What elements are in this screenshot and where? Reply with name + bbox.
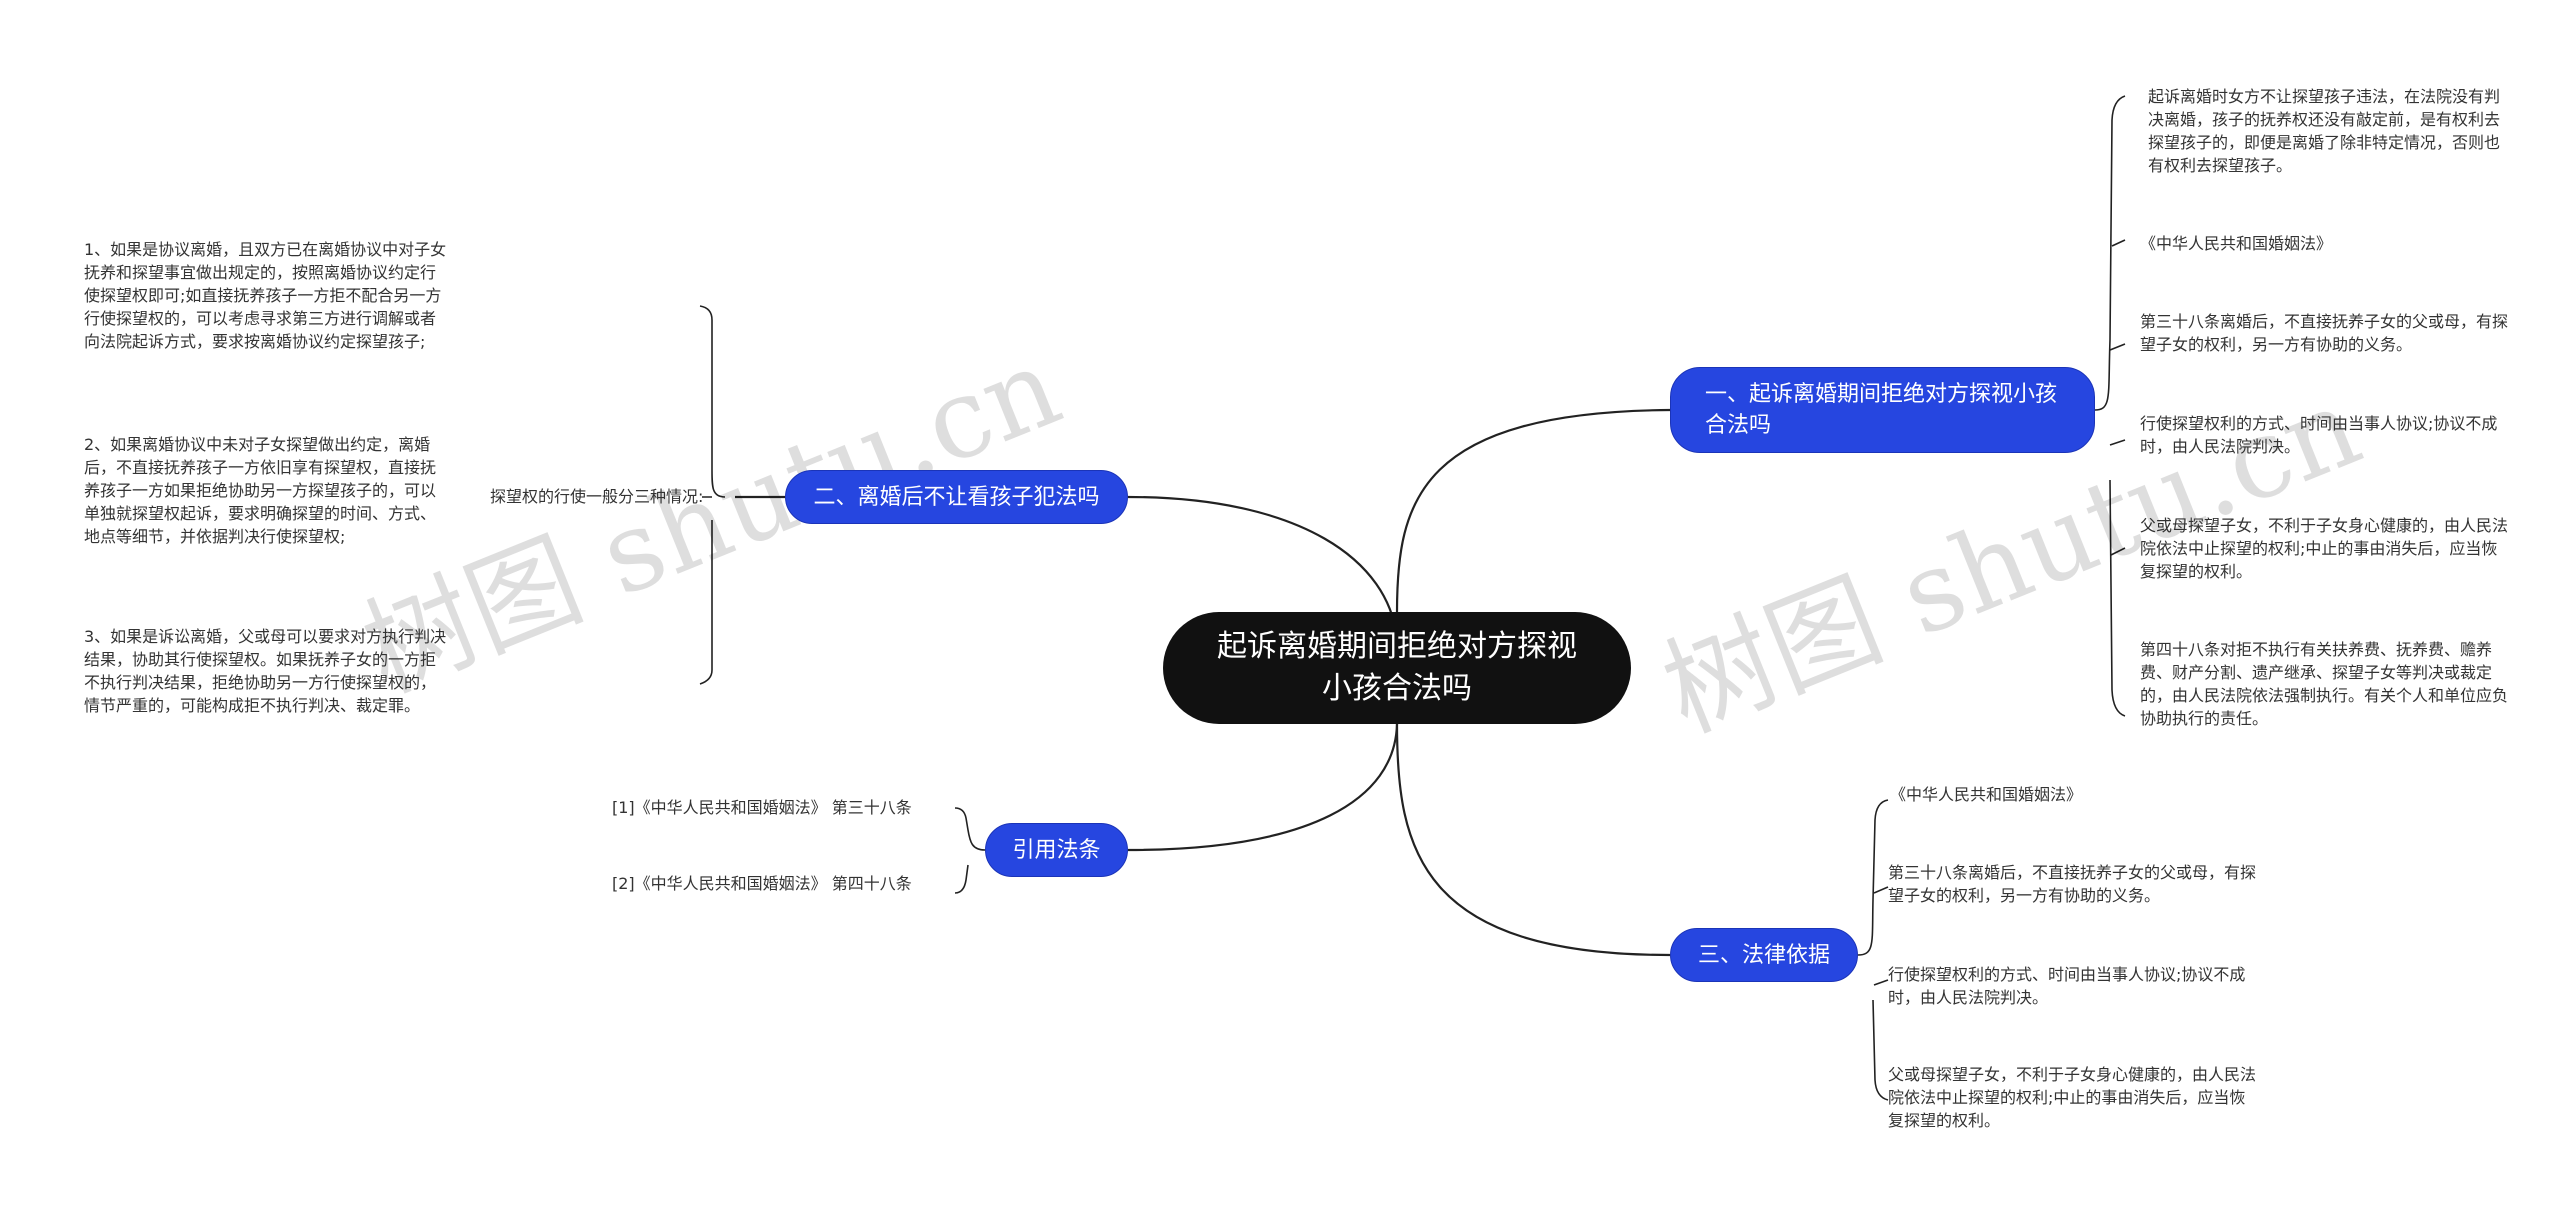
leaf-b1-6: 第四十八条对拒不执行有关扶养费、抚养费、赡养费、财产分割、遗产继承、探望子女等判… bbox=[2140, 640, 2509, 728]
tick-b3-1 bbox=[1873, 886, 1889, 894]
topic-b3[interactable]: 三、法律依据 bbox=[1670, 928, 1858, 982]
connector-root-b4 bbox=[1127, 723, 1399, 852]
topic-b2[interactable]: 二、离婚后不让看孩子犯法吗 bbox=[785, 470, 1128, 524]
root-node[interactable]: 起诉离婚期间拒绝对方探视小孩合法吗 bbox=[1163, 612, 1631, 724]
tick-b1-3 bbox=[2109, 439, 2126, 446]
leaf-b2-middle: 探望权的行使一般分三种情况: bbox=[490, 487, 704, 506]
topic-b1-label: 一、起诉离婚期间拒绝对方探视小孩合法吗 bbox=[1705, 382, 2058, 438]
tick-b1-1 bbox=[2111, 239, 2126, 247]
leaf-b2-3: 3、如果是诉讼离婚，父或母可以要求对方执行判决结果，协助其行使探望权。如果抚养子… bbox=[84, 627, 447, 715]
leaf-b4-1: [1]《中华人民共和国婚姻法》 第三十八条 bbox=[612, 798, 912, 817]
root-label: 起诉离婚期间拒绝对方探视小孩合法吗 bbox=[1217, 629, 1577, 706]
bracket-b3 bbox=[1857, 799, 1889, 1101]
leaf-b1-1: 起诉离婚时女方不让探望孩子违法，在法院没有判决离婚，孩子的抚养权还没有敲定前，是… bbox=[2148, 87, 2501, 175]
topic-b4[interactable]: 引用法条 bbox=[985, 823, 1128, 877]
leaf-b1-2: 《中华人民共和国婚姻法》 bbox=[2140, 234, 2333, 253]
bracket-b4 bbox=[954, 807, 986, 894]
bracket-b2 bbox=[699, 305, 726, 685]
leaf-b4-2: [2]《中华人民共和国婚姻法》 第四十八条 bbox=[612, 874, 912, 893]
leaf-b1-5: 父或母探望子女，不利于子女身心健康的，由人民法院依法中止探望的权利;中止的事由消… bbox=[2140, 516, 2509, 581]
topic-b1[interactable]: 一、起诉离婚期间拒绝对方探视小孩合法吗 bbox=[1670, 367, 2095, 453]
leaf-b2-2: 2、如果离婚协议中未对子女探望做出约定，离婚后，不直接抚养孩子一方依旧享有探望权… bbox=[84, 435, 437, 546]
connector-root-b1 bbox=[1395, 408, 1671, 613]
leaf-b1-3: 第三十八条离婚后，不直接抚养子女的父或母，有探望子女的权利，另一方有协助的义务。 bbox=[2140, 312, 2509, 354]
tick-b1-2 bbox=[2109, 343, 2126, 351]
leaf-b3-1: 《中华人民共和国婚姻法》 bbox=[1890, 785, 2083, 804]
leaf-b3-4: 父或母探望子女，不利于子女身心健康的，由人民法院依法中止探望的权利;中止的事由消… bbox=[1888, 1065, 2257, 1130]
connector-root-b2 bbox=[1127, 495, 1399, 641]
topic-b4-label: 引用法条 bbox=[1012, 837, 1101, 863]
leaf-b3-2: 第三十八条离婚后，不直接抚养子女的父或母，有探望子女的权利，另一方有协助的义务。 bbox=[1888, 863, 2257, 905]
leaf-b1-4: 行使探望权利的方式、时间由当事人协议;协议不成时，由人民法院判决。 bbox=[2140, 414, 2498, 456]
connector-root-b3 bbox=[1395, 723, 1671, 957]
bracket-b1 bbox=[2094, 95, 2126, 717]
leaf-b2-1: 1、如果是协议离婚，且双方已在离婚协议中对子女抚养和探望事宜做出规定的，按照离婚… bbox=[84, 240, 447, 351]
leaf-b3-3: 行使探望权利的方式、时间由当事人协议;协议不成时，由人民法院判决。 bbox=[1888, 965, 2246, 1007]
tick-b3-2 bbox=[1873, 979, 1889, 986]
topic-b2-label: 二、离婚后不让看孩子犯法吗 bbox=[813, 484, 1100, 510]
topic-b3-label: 三、法律依据 bbox=[1697, 942, 1830, 968]
tick-b1-4 bbox=[2110, 547, 2126, 556]
